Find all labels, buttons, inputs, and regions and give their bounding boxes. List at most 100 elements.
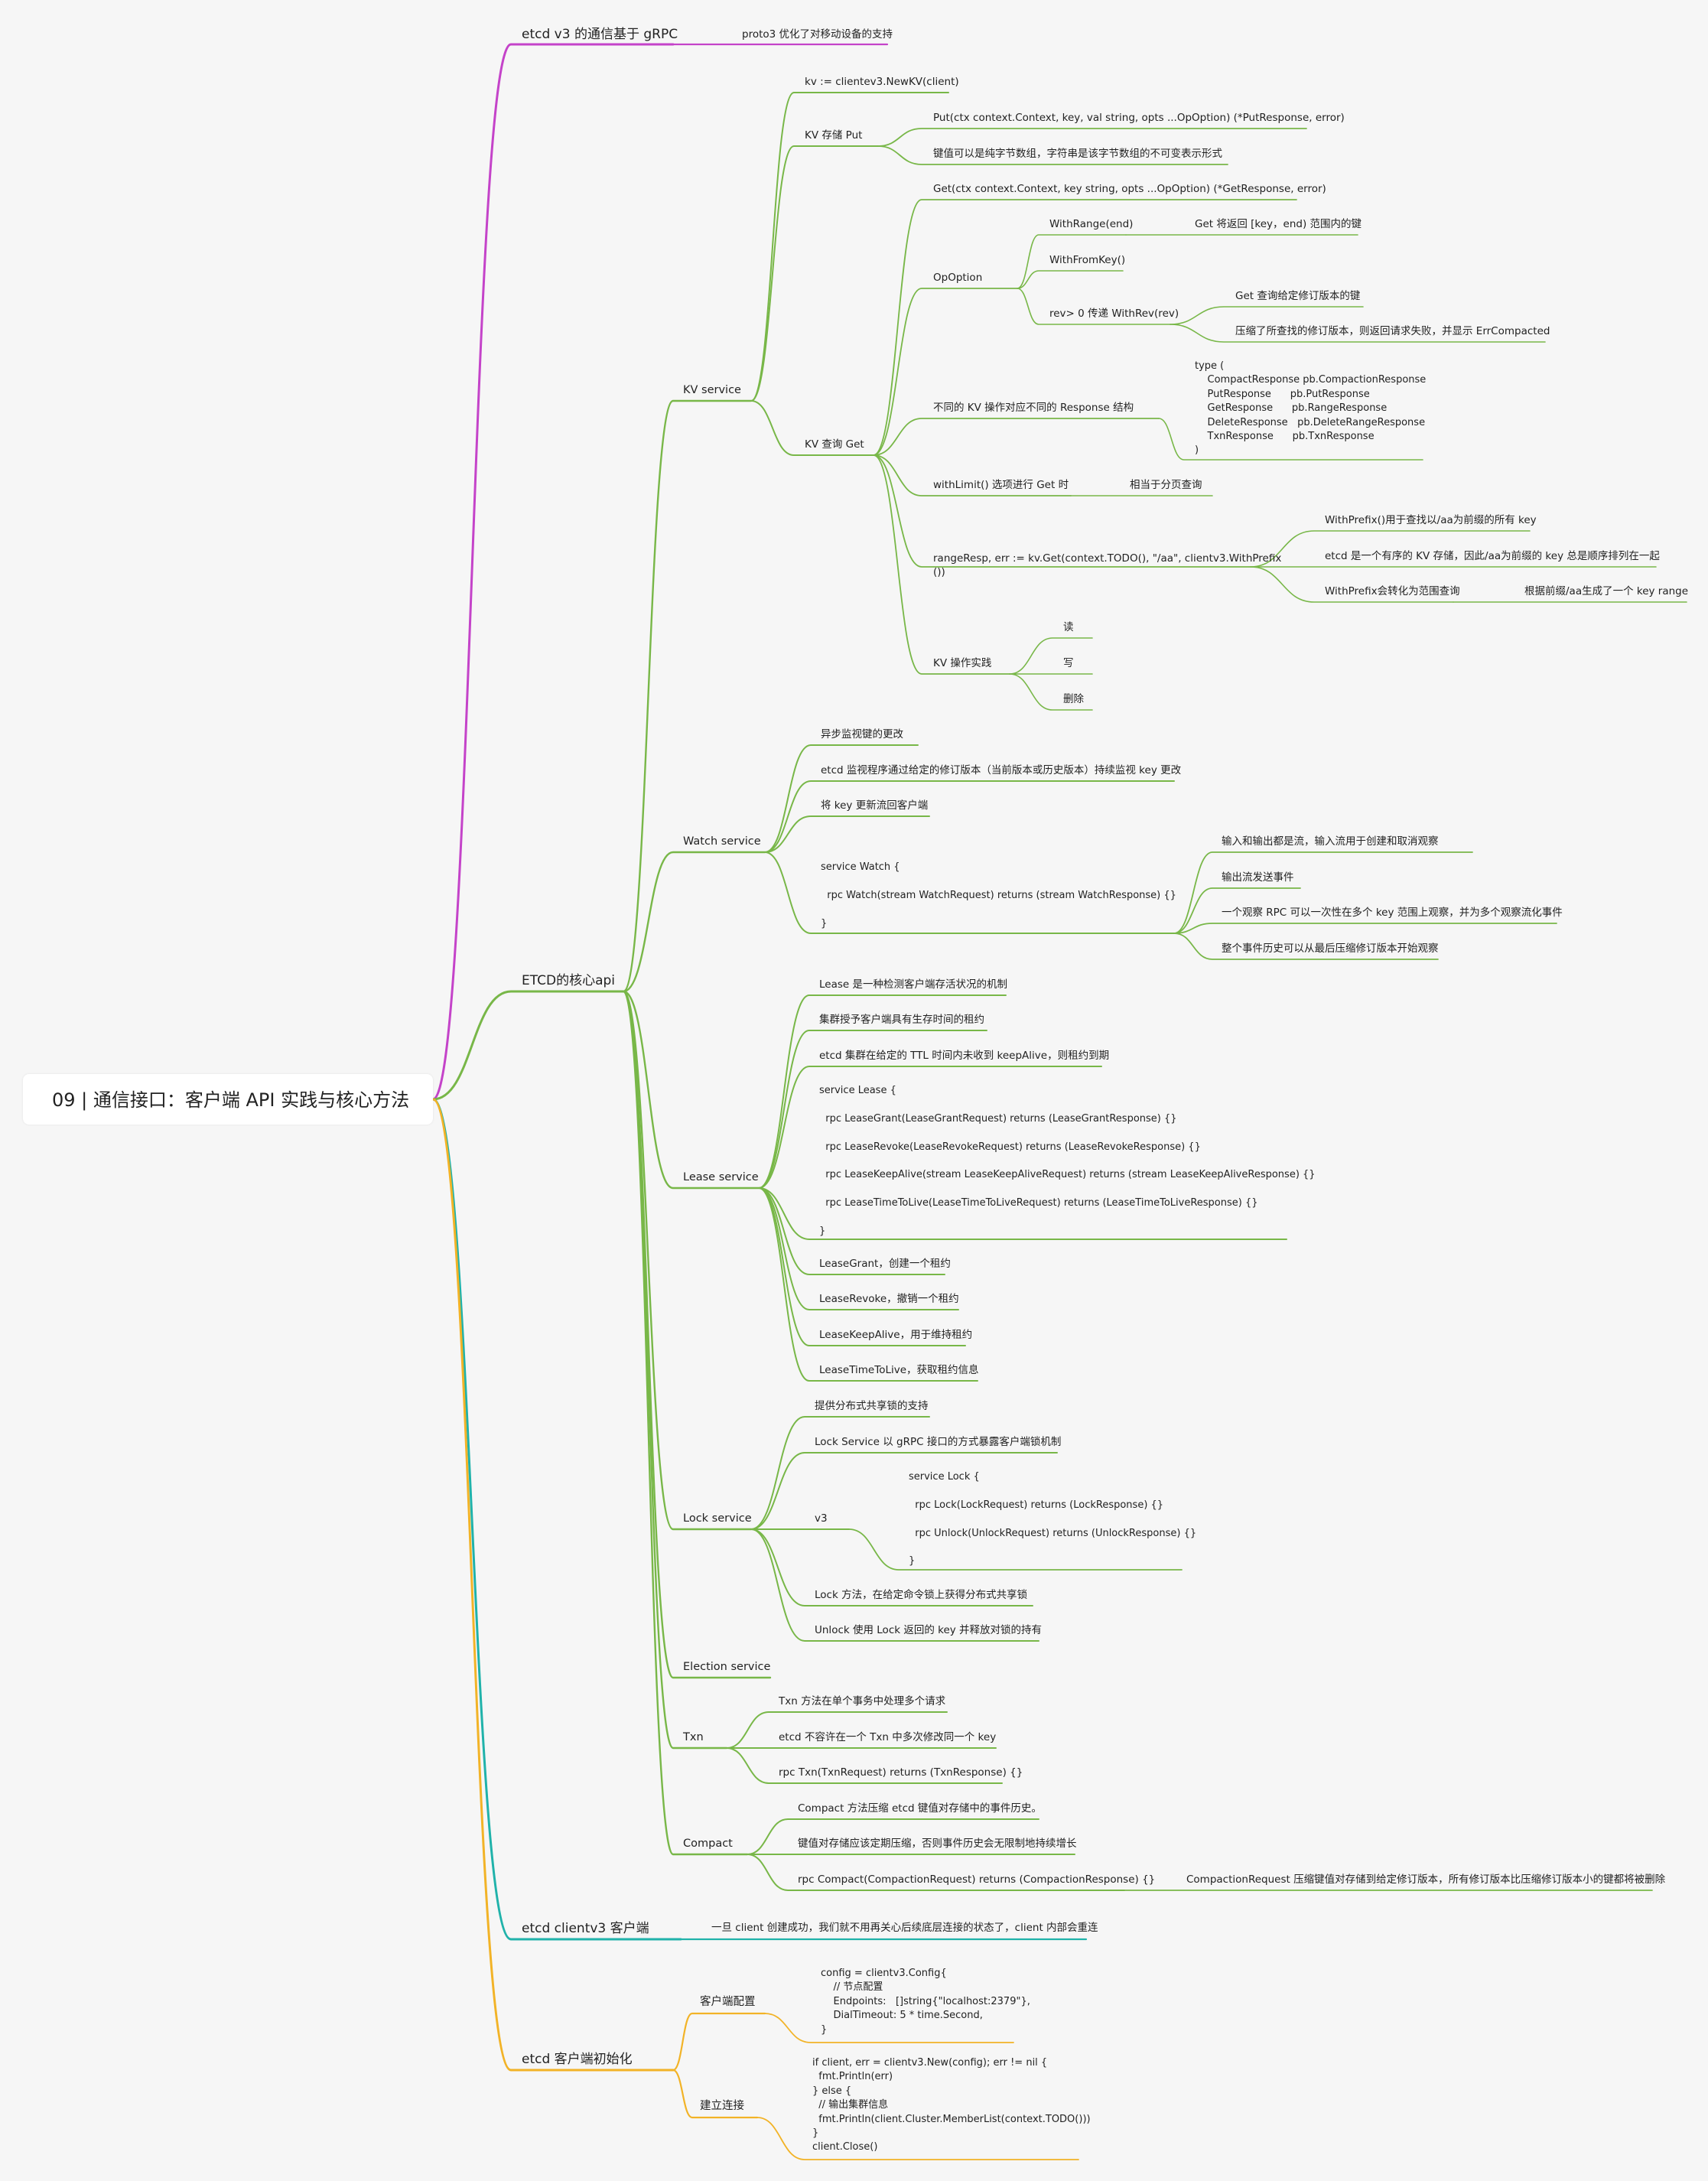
clientv3-note[interactable]: 一旦 client 创建成功，我们就不用再关心后续底层连接的状态了，client…: [711, 1922, 1098, 1934]
connector-68: [747, 1818, 1039, 1855]
get-withlimit-note[interactable]: 相当于分页查询: [1130, 479, 1202, 491]
kv-practice[interactable]: KV 操作实践: [933, 657, 992, 669]
connector-59: [750, 1416, 930, 1530]
connector-31: [1017, 288, 1171, 325]
txn-service[interactable]: Txn: [683, 1731, 704, 1743]
connector-27: [873, 454, 1010, 675]
grpc-note[interactable]: proto3 优化了对移动设备的支持: [742, 28, 893, 41]
opoption-withrev-note-1[interactable]: Get 查询给定修订版本的键: [1235, 290, 1361, 302]
connector-33: [1170, 324, 1546, 343]
lease-service[interactable]: Lease service: [683, 1171, 759, 1183]
connector-70: [747, 1854, 1125, 1891]
client-config[interactable]: 客户端配置: [700, 1996, 756, 2008]
kv-get-signature[interactable]: Get(ctx context.Context, key string, opt…: [933, 183, 1326, 195]
lease-service-code[interactable]: service Lease { rpc LeaseGrant(LeaseGran…: [819, 1085, 1316, 1238]
branch-grpc[interactable]: etcd v3 的通信基于 gRPC: [522, 27, 678, 42]
compact-item-rpc[interactable]: rpc Compact(CompactionRequest) returns (…: [798, 1873, 1156, 1886]
connector-32: [1170, 306, 1364, 325]
branch-clientv3[interactable]: etcd clientv3 客户端: [522, 1921, 649, 1936]
watch-service[interactable]: Watch service: [683, 835, 761, 848]
opoption-withrange[interactable]: WithRange(end): [1049, 218, 1134, 230]
kv-put-signature[interactable]: Put(ctx context.Context, key, val string…: [933, 112, 1345, 124]
rangeresp-range-query-note[interactable]: 根据前缀/aa生成了一个 key range: [1524, 585, 1689, 597]
lock-service-code[interactable]: service Lock { rpc Lock(LockRequest) ret…: [909, 1471, 1197, 1567]
branch-core-api[interactable]: ETCD的核心api: [522, 973, 616, 988]
rangeresp-range-query[interactable]: WithPrefix会转化为范围查询: [1325, 585, 1460, 597]
lease-item-ttl[interactable]: etcd 集群在给定的 TTL 时间内未收到 keepAlive，则租约到期: [819, 1050, 1110, 1062]
lease-item-leasegrant[interactable]: LeaseGrant，创建一个租约: [819, 1258, 951, 1270]
connector-34: [1158, 418, 1423, 461]
kv-get[interactable]: KV 查询 Get: [805, 438, 864, 451]
connector-36: [1250, 530, 1531, 568]
watch-code-note-4[interactable]: 整个事件历史可以从最后压缩修订版本开始观察: [1222, 942, 1439, 955]
kv-put[interactable]: KV 存储 Put: [805, 129, 863, 142]
get-withlimit[interactable]: withLimit() 选项进行 Get 时: [933, 479, 1069, 491]
client-connect-code[interactable]: if client, err = clientv3.New(config); e…: [812, 2057, 1091, 2153]
lease-item-grant[interactable]: 集群授予客户端具有生存时间的租约: [819, 1014, 984, 1026]
connector-55: [758, 1187, 945, 1275]
opoption-withfromkey[interactable]: WithFromKey(): [1049, 254, 1126, 266]
connector-18: [750, 145, 879, 402]
connector-24: [873, 418, 1160, 456]
watch-code-note-3[interactable]: 一个观察 RPC 可以一次性在多个 key 范围上观察，并为多个观察流化事件: [1222, 907, 1563, 919]
connector-54: [758, 1187, 1287, 1240]
lock-item-grpc[interactable]: Lock Service 以 gRPC 接口的方式暴露客户端锁机制: [815, 1436, 1062, 1448]
lease-item-timetolive[interactable]: LeaseTimeToLive，获取租约信息: [819, 1364, 979, 1376]
opoption-withrev[interactable]: rev> 0 传递 WithRev(rev): [1049, 308, 1179, 320]
lock-item-shared[interactable]: 提供分布式共享锁的支持: [815, 1400, 929, 1412]
watch-item-stream[interactable]: 将 key 更新流回客户端: [821, 799, 929, 812]
watch-item-async[interactable]: 异步监视键的更改: [821, 728, 903, 741]
lock-service[interactable]: Lock service: [683, 1512, 752, 1525]
lease-item-leaserevoke[interactable]: LeaseRevoke，撤销一个租约: [819, 1293, 959, 1305]
connector-65: [726, 1711, 948, 1749]
lock-item-unlock[interactable]: Unlock 使用 Lock 返回的 key 并释放对锁的持有: [815, 1624, 1043, 1636]
kv-service[interactable]: KV service: [683, 384, 741, 396]
kv-put-note[interactable]: 键值可以是纯字节数组，字符串是该字节数组的不可变表示形式: [933, 148, 1222, 160]
compact-item-periodic[interactable]: 键值对存储应该定期压缩，否则事件历史会无限制地持续增长: [798, 1838, 1077, 1850]
lease-item-mechanism[interactable]: Lease 是一种检测客户端存活状况的机制: [819, 978, 1007, 991]
watch-service-code[interactable]: service Watch { rpc Watch(stream WatchRe…: [821, 861, 1176, 929]
lease-item-keepalive[interactable]: LeaseKeepAlive，用于维持租约: [819, 1329, 973, 1341]
root-title: 09 | 通信接口：客户端 API 实践与核心方法: [52, 1089, 410, 1111]
connector-53: [758, 1066, 1102, 1189]
connector-52: [758, 1030, 987, 1189]
get-response-code[interactable]: type ( CompactResponse pb.CompactionResp…: [1195, 360, 1427, 457]
get-response-types[interactable]: 不同的 KV 操作对应不同的 Response 结构: [933, 402, 1134, 414]
connector-9: [756, 2117, 1079, 2160]
watch-code-note-1[interactable]: 输入和输出都是流，输入流用于创建和取消观察: [1222, 835, 1439, 848]
rangeresp-ordered[interactable]: etcd 是一个有序的 KV 存储，因此/aa为前缀的 key 总是顺序排列在一…: [1325, 550, 1660, 562]
connector-21: [877, 145, 1228, 165]
root-node[interactable]: [23, 1074, 433, 1125]
opoption-withrange-note[interactable]: Get 将返回 [key，end) 范围内的键: [1195, 218, 1362, 230]
connector-2: [431, 990, 625, 1101]
connector-46: [764, 851, 1175, 934]
connector-50: [1173, 933, 1439, 960]
connector-51: [758, 994, 1007, 1189]
connector-19: [750, 400, 874, 456]
connector-20: [877, 128, 1307, 147]
opoption-withrev-note-2[interactable]: 压缩了所查找的修订版本，则返回请求失败，并显示 ErrCompacted: [1235, 325, 1550, 337]
txn-item-rpc[interactable]: rpc Txn(TxnRequest) returns (TxnResponse…: [779, 1766, 1023, 1779]
connector-63: [750, 1528, 1033, 1606]
opoption[interactable]: OpOption: [933, 272, 983, 284]
compact-service[interactable]: Compact: [683, 1838, 733, 1850]
branch-client-init[interactable]: etcd 客户端初始化: [522, 2052, 633, 2067]
kv-practice-write[interactable]: 写: [1063, 657, 1074, 669]
client-config-code[interactable]: config = clientv3.Config{ // 节点配置 Endpoi…: [821, 1968, 1030, 2036]
client-connect[interactable]: 建立连接: [700, 2100, 744, 2112]
election-service[interactable]: Election service: [683, 1661, 771, 1673]
watch-item-revision[interactable]: etcd 监视程序通过给定的修订版本（当前版本或历史版本）持续监视 key 更改: [821, 764, 1182, 776]
watch-code-note-2[interactable]: 输出流发送事件: [1222, 871, 1294, 884]
kv-practice-read[interactable]: 读: [1063, 621, 1074, 633]
lock-item-lock[interactable]: Lock 方法，在给定命令锁上获得分布式共享锁: [815, 1589, 1028, 1601]
connector-25: [873, 454, 1072, 496]
txn-item-nomodify[interactable]: etcd 不容许在一个 Txn 中多次修改同一个 key: [779, 1731, 997, 1743]
rangeresp-withprefix[interactable]: WithPrefix()用于查找以/aa为前缀的所有 key: [1325, 514, 1537, 526]
kv-practice-delete[interactable]: 删除: [1063, 693, 1084, 705]
compact-item-history[interactable]: Compact 方法压缩 etcd 键值对存储中的事件历史。: [798, 1802, 1042, 1815]
compact-item-rpc-note[interactable]: CompactionRequest 压缩键值对存储到给定修订版本，所有修订版本比…: [1186, 1873, 1666, 1886]
kv-newkv[interactable]: kv := clientev3.NewKV(client): [805, 76, 959, 88]
txn-item-multi[interactable]: Txn 方法在单个事务中处理多个请求: [779, 1695, 946, 1707]
get-rangeresp[interactable]: rangeResp, err := kv.Get(context.TODO(),…: [933, 552, 1282, 578]
lock-item-v3[interactable]: v3: [815, 1512, 828, 1525]
